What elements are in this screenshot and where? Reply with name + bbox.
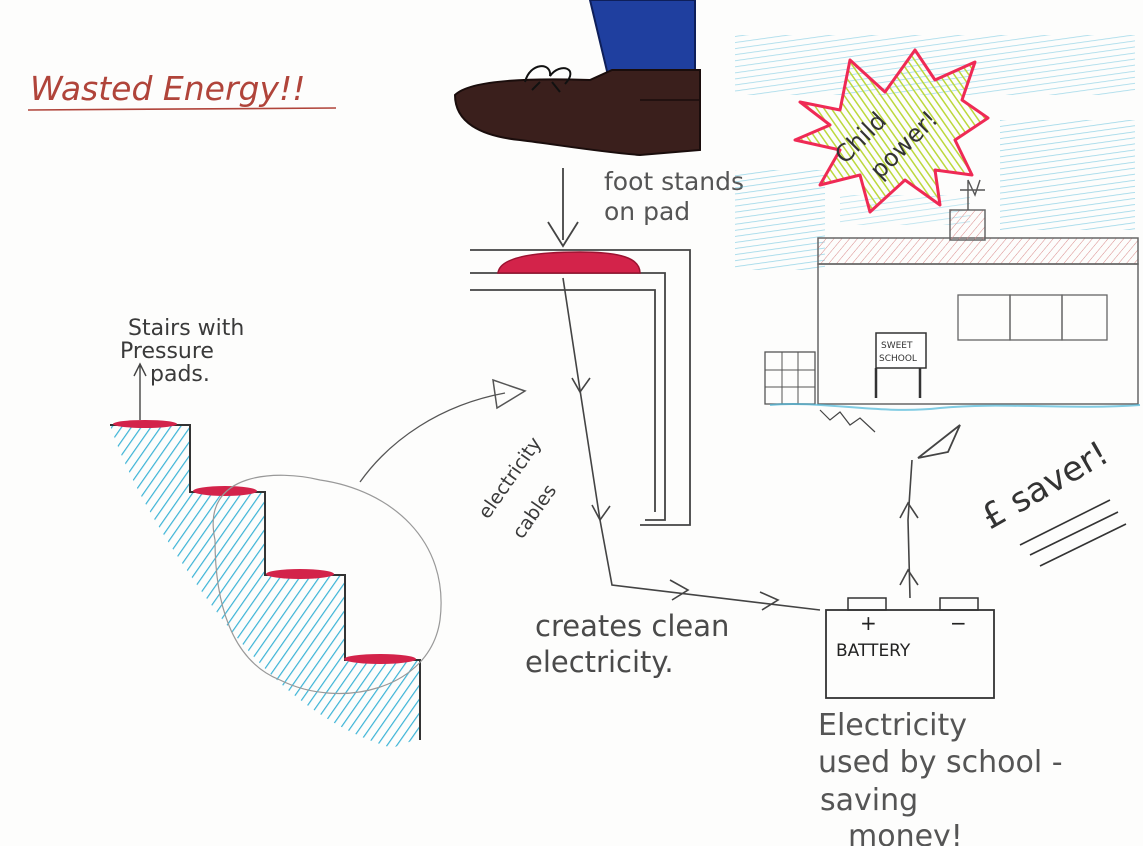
- shoe: [455, 70, 700, 155]
- stairs-caption-line1: Stairs with: [128, 316, 244, 341]
- school-chimney: [950, 210, 985, 240]
- battery-minus-terminal: [940, 598, 978, 610]
- stairs-caption-line3: pads.: [150, 362, 210, 387]
- foot-illustration: [455, 0, 700, 155]
- electricity-cable: [563, 278, 820, 610]
- clean-caption-line1: creates clean: [535, 609, 729, 643]
- school-window-2: [1010, 295, 1062, 340]
- battery-to-school-arrow: [900, 425, 960, 598]
- battery: + − BATTERY: [826, 598, 994, 698]
- solar-panel: [765, 352, 815, 404]
- stair-pad-3: [266, 569, 334, 579]
- title-text: Wasted Energy!!: [30, 69, 306, 108]
- school-sign-line2: SCHOOL: [879, 354, 917, 364]
- battery-plus-sign: +: [860, 611, 877, 635]
- stairs-illustration: [110, 420, 420, 748]
- title-group: Wasted Energy!!: [28, 69, 336, 110]
- title-underline: [28, 108, 336, 110]
- stair-pad-2: [193, 486, 257, 496]
- bottom-caption-line3: saving: [820, 783, 918, 818]
- wire-squiggle: [820, 410, 875, 432]
- battery-minus-sign: −: [950, 611, 967, 635]
- stairs-caption-arrow: [134, 364, 146, 420]
- stair-pad-4: [344, 654, 416, 664]
- school-window-1: [958, 295, 1010, 340]
- clean-caption-line2: electricity.: [525, 645, 674, 679]
- school-walls: [818, 264, 1138, 404]
- stairs-hatch: [110, 425, 420, 748]
- zoom-arrow: [360, 393, 505, 482]
- stairs-caption-line2: Pressure: [120, 339, 214, 364]
- bottom-caption-line1: Electricity: [818, 708, 967, 743]
- bottom-caption-line2: used by school -: [818, 745, 1063, 780]
- battery-label: BATTERY: [836, 641, 911, 661]
- foot-caption-line1: foot stands: [604, 167, 744, 196]
- foot-caption-line2: on pad: [604, 197, 690, 226]
- saver-text: £ saver!: [975, 433, 1116, 537]
- arrow-up-head: [918, 425, 960, 458]
- floor-pressure-pad: [498, 252, 640, 273]
- bottom-caption-line4: money!: [848, 819, 963, 846]
- foot-down-arrow: [548, 168, 578, 246]
- school-roof: [818, 238, 1138, 264]
- cables-label-line2: cables: [508, 480, 561, 543]
- battery-plus-terminal: [848, 598, 886, 610]
- school-window-3: [1062, 295, 1107, 340]
- stair-pad-1: [113, 420, 177, 428]
- grass-line: [770, 404, 1140, 410]
- school-sign-line1: SWEET: [881, 341, 913, 351]
